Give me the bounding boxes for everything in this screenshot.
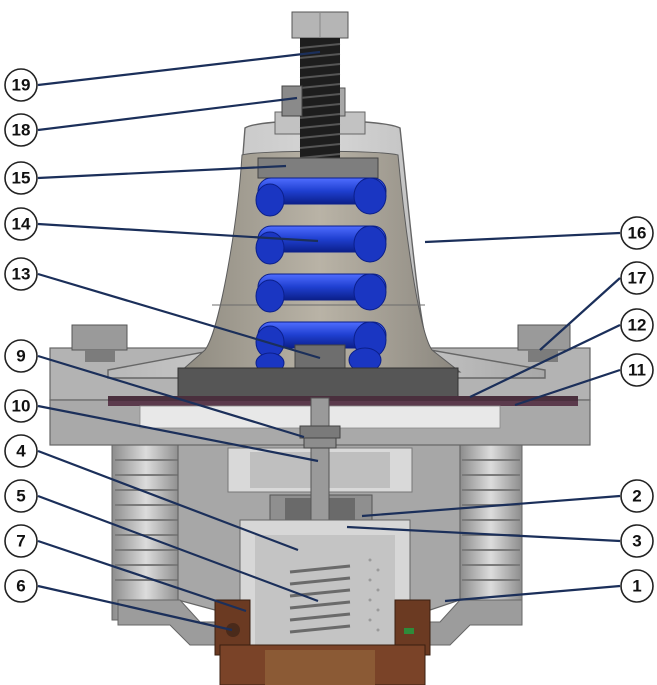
callout-14: 14 <box>4 207 38 241</box>
callout-2: 2 <box>620 479 654 513</box>
callout-4: 4 <box>4 434 38 468</box>
callout-19-text: 19 <box>12 76 31 95</box>
upper-spring-plate <box>257 157 379 179</box>
callout-12-text: 12 <box>628 316 647 335</box>
callout-19: 19 <box>4 68 38 102</box>
callout-18: 18 <box>4 113 38 147</box>
diaphragm-plate <box>108 344 578 401</box>
callout-17: 17 <box>620 261 654 295</box>
callout-15: 15 <box>4 161 38 195</box>
callout-2-text: 2 <box>632 487 641 506</box>
callout-16-text: 16 <box>628 224 647 243</box>
inlet-thread <box>115 459 178 581</box>
callout-9-text: 9 <box>16 347 25 366</box>
main-spring <box>255 177 387 374</box>
bottom-cap <box>214 599 431 685</box>
callout-7: 7 <box>4 524 38 558</box>
valve-stem <box>299 397 341 549</box>
callout-1-text: 1 <box>632 577 641 596</box>
callout-3: 3 <box>620 524 654 558</box>
callout-11-text: 11 <box>628 361 646 380</box>
callout-16: 16 <box>620 216 654 250</box>
callout-6: 6 <box>4 569 38 603</box>
callout-18-text: 18 <box>12 121 31 140</box>
callout-15-text: 15 <box>12 169 31 188</box>
callout-9: 9 <box>4 339 38 373</box>
callout-4-text: 4 <box>16 442 26 461</box>
callout-5: 5 <box>4 479 38 513</box>
callout-3-text: 3 <box>632 532 641 551</box>
adjusting-screw <box>281 11 349 168</box>
callout-7-text: 7 <box>16 532 25 551</box>
callout-5-text: 5 <box>16 487 25 506</box>
callout-13-text: 13 <box>12 265 31 284</box>
callout-10-text: 10 <box>12 397 31 416</box>
callout-labels: 19 18 15 14 13 9 10 4 <box>4 68 654 603</box>
poppet-assembly <box>239 519 411 646</box>
callout-12: 12 <box>620 308 654 342</box>
callout-14-text: 14 <box>12 215 31 234</box>
leader-lines <box>37 50 621 632</box>
callout-17-text: 17 <box>628 269 647 288</box>
callout-11: 11 <box>620 353 654 387</box>
callout-13: 13 <box>4 257 38 291</box>
callout-10: 10 <box>4 389 38 423</box>
callout-1: 1 <box>620 569 654 603</box>
callout-6-text: 6 <box>16 577 25 596</box>
